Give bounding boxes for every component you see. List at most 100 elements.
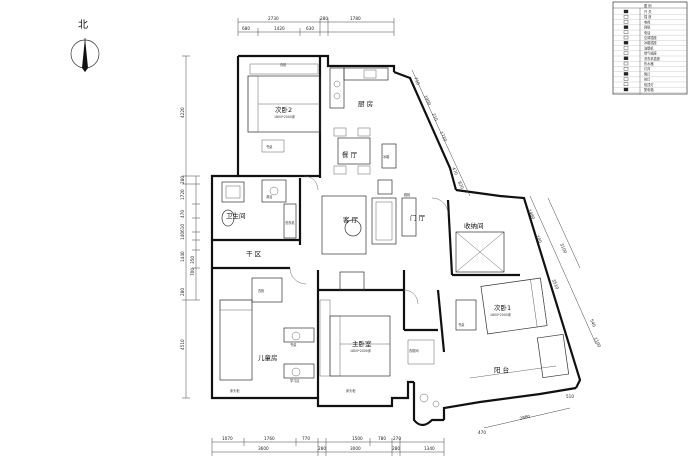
dim-top-4: 680 — [242, 26, 250, 31]
shower-area — [261, 179, 287, 203]
kitchen-counter-top — [343, 67, 389, 81]
dim-bottom-1: 1070 — [222, 436, 233, 441]
legend-item: 配电箱 — [644, 87, 654, 92]
dim-balcony-2: 510 — [566, 394, 574, 399]
label-shoe: 鞋柜 — [404, 192, 411, 197]
legend-item: 灯具 — [644, 66, 651, 71]
dim-left-6: 140 — [180, 232, 185, 240]
legend-symbol-icon — [623, 9, 629, 14]
dim-left-11: 4510 — [180, 339, 185, 350]
room-bedroom1: 次卧1 — [494, 303, 511, 312]
legend-header: 图 例 — [644, 3, 651, 8]
balcony-cabinet — [536, 333, 570, 379]
bathtub — [221, 181, 245, 203]
label-study-kids: 学习区 — [290, 378, 300, 383]
dim-bottom-2: 1760 — [264, 436, 275, 441]
room-balcony: 阳 台 — [494, 365, 509, 374]
living-armchair — [339, 271, 365, 291]
label-wardrobe-kids: 衣柜 — [258, 288, 265, 293]
shoe-cabinet — [401, 197, 417, 237]
legend-item: 电视 — [644, 19, 651, 24]
room-labels: 次卧2 1800*2000床 厨 房 餐 厅 卫生间 客 厅 门 厅 收纳间 干… — [226, 99, 512, 374]
legend-symbol-icon — [623, 51, 629, 55]
legend-item: 空调插座 — [644, 35, 658, 40]
dim-balcony-1: 2880 — [519, 414, 531, 421]
dim-top-3: 1780 — [350, 16, 361, 21]
label-shower: 淋浴 — [266, 194, 273, 199]
dim-left-4: 470 — [180, 210, 185, 218]
legend-symbol-icon — [623, 77, 629, 81]
legend-item: 网络 — [644, 25, 651, 30]
dim-rl-3: 3100 — [559, 242, 568, 254]
master-wardrobe — [319, 299, 331, 377]
dim-bottom-7: 3600 — [258, 446, 269, 451]
dim-bottom-4: 1500 — [352, 436, 363, 441]
legend-symbol-icon — [623, 20, 629, 24]
washer — [283, 203, 297, 239]
north-needle-icon — [82, 38, 88, 72]
dim-rl-4: 3510 — [551, 278, 560, 290]
dim-bottom-8: 280 — [318, 446, 326, 451]
balcony-plant-icon — [419, 393, 429, 403]
kitchen-counter — [329, 67, 345, 109]
coffee-table — [344, 219, 362, 237]
dim-balcony-3: 470 — [478, 430, 486, 435]
legend-symbol-icon — [623, 61, 629, 66]
room-living: 客 厅 — [343, 215, 359, 224]
label-nightstand: 床头柜 — [346, 388, 356, 393]
dim-bottom-5: 780 — [378, 436, 386, 441]
bedroom1-desk — [455, 299, 477, 331]
dining-table — [337, 137, 371, 165]
dim-top-2: 280 — [320, 16, 328, 21]
legend-item: 开 关 — [644, 9, 652, 14]
room-master-bed: 1800*2000床 — [350, 348, 372, 353]
storage-shelves — [455, 231, 505, 273]
dim-left-9: 700 — [190, 268, 195, 276]
legend-box — [612, 1, 688, 95]
room-bedroom1-bed: 1800*2000床 — [490, 312, 512, 317]
room-bath: 卫生间 — [226, 211, 246, 220]
legend-item: 油烟机 — [644, 45, 654, 50]
bedroom2-wardrobe — [249, 63, 319, 75]
room-foyer: 门 厅 — [410, 213, 426, 222]
legend-symbol-icon — [623, 25, 629, 29]
dim-rl-5: 540 — [589, 318, 597, 328]
dim-ru-1: 710 — [413, 76, 421, 86]
room-kitchen: 厨 房 — [358, 99, 373, 108]
legend-symbol-icon — [623, 56, 629, 60]
legend-item: 吸顶灯 — [644, 82, 654, 87]
legend-symbol-icon — [623, 14, 629, 19]
kids-desk — [283, 327, 315, 343]
room-bedroom2: 次卧2 — [275, 105, 292, 114]
living-rug — [321, 195, 367, 255]
dim-top-5: 1420 — [274, 26, 285, 31]
north-label: 北 — [78, 19, 88, 31]
master-closet — [407, 339, 435, 365]
dim-ru-6: 820 — [457, 180, 465, 190]
legend: 图 例 开 关插 座电视网络电话空调插座冰箱插座油烟机燃气插座洗衣机插座热水器灯… — [612, 1, 688, 95]
dim-ru-3: 210 — [431, 112, 439, 122]
legend-symbol-icon — [623, 35, 629, 40]
dim-left-7: 350 — [190, 256, 195, 264]
room-storage: 收纳间 — [464, 221, 484, 230]
legend-symbol-icon — [623, 82, 629, 87]
label-fridge: 冰箱 — [383, 154, 390, 159]
dim-rl-2: 100 — [535, 234, 543, 244]
legend-item: 洗衣机插座 — [644, 56, 661, 61]
legend-symbol-icon — [623, 30, 629, 34]
dim-bottom-9: 3000 — [350, 446, 361, 451]
legend-item: 射灯 — [644, 77, 651, 82]
kids-bed — [219, 299, 253, 381]
armchair — [377, 179, 393, 195]
dim-bottom-6: 270 — [393, 436, 401, 441]
legend-item: 热水器 — [644, 61, 654, 66]
dim-left-10: 280 — [180, 288, 185, 296]
legend-symbol-icon — [623, 87, 629, 92]
bedroom2-desk — [261, 139, 285, 153]
room-dining: 餐 厅 — [342, 150, 358, 159]
dim-left-8: 1440 — [180, 251, 185, 262]
legend-item: 冰箱插座 — [644, 40, 658, 45]
dim-left-3: 1720 — [180, 189, 185, 200]
